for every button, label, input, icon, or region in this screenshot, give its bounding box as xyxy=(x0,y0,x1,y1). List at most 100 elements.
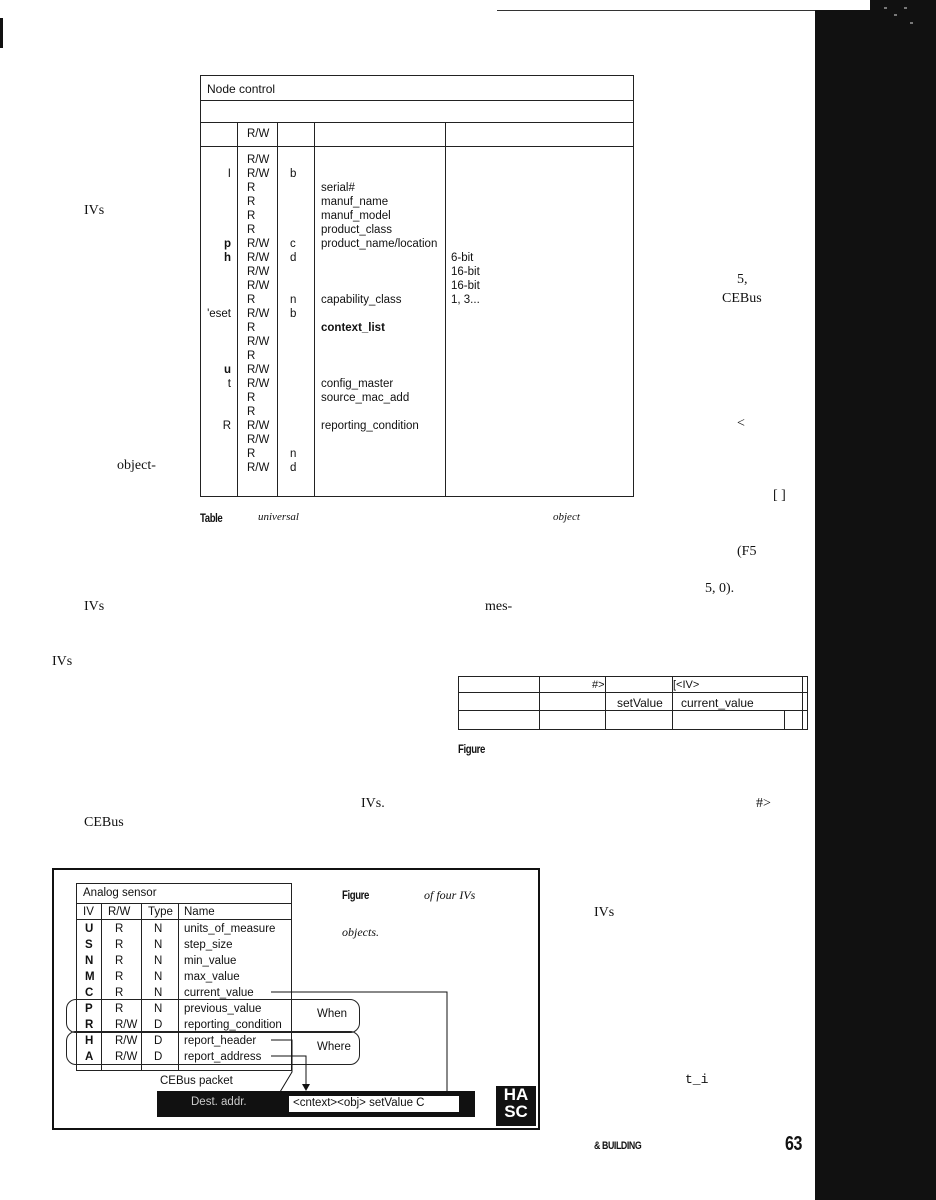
sensor-cell-type: D xyxy=(154,1035,163,1047)
table-cell-rw: R/W xyxy=(247,154,270,166)
sensor-cell-type: N xyxy=(154,939,163,951)
text-cebus: CEBus xyxy=(722,291,762,306)
table-cell-name: source_mac_add xyxy=(321,392,410,404)
sensor-cell-iv: C xyxy=(85,987,94,999)
figure3-caption-label: Figure xyxy=(342,888,369,902)
table-cell-name: manuf_name xyxy=(321,196,389,208)
table-cell-iv: u xyxy=(223,364,231,376)
sensor-cell-rw: R xyxy=(115,923,124,935)
table-cell-rw: R xyxy=(247,210,256,222)
table-cell-rw: R xyxy=(247,196,256,208)
table-cell-iv: h xyxy=(223,252,231,264)
table-cell-rw: R xyxy=(247,350,256,362)
packet-format-table: #> [<IV> setValue current_value xyxy=(458,676,808,730)
table-cell-type: d xyxy=(290,252,297,264)
table-cell-rw: R xyxy=(247,322,256,334)
logo-top: HA xyxy=(503,1085,529,1104)
sensor-cell-type: N xyxy=(154,923,163,935)
top-rule xyxy=(497,10,815,11)
text-brackets: [ ] xyxy=(773,488,786,503)
table-cell-desc: 1, 3... xyxy=(451,294,480,306)
sensor-cell-rw: R/W xyxy=(115,1035,138,1047)
col-rw: R/W xyxy=(108,906,131,918)
sensor-cell-rw: R xyxy=(115,955,124,967)
sensor-cell-iv: R xyxy=(85,1019,94,1031)
figure3-caption-objects: objects. xyxy=(342,925,379,939)
table-cell-rw: R/W xyxy=(247,462,270,474)
table-cell-rw: R/W xyxy=(247,336,270,348)
sensor-cell-rw: R xyxy=(115,1003,124,1015)
page-edge-notch xyxy=(870,0,936,36)
packet-payload-text: <cntext><obj> setValue C xyxy=(293,1097,425,1109)
text-five: 5, xyxy=(737,272,748,287)
table-cell-rw: R xyxy=(247,448,256,460)
packet-setvalue: setValue xyxy=(617,696,663,710)
where-bubble xyxy=(66,1031,360,1065)
table-cell-name: context_list xyxy=(321,322,385,334)
sensor-cell-name: current_value xyxy=(184,987,254,999)
table-cell-type: b xyxy=(290,168,297,180)
sensor-cell-iv: N xyxy=(85,955,94,967)
caption-object: object xyxy=(553,511,580,523)
table1-caption: Table universal object xyxy=(200,511,640,525)
when-label: When xyxy=(317,1008,348,1020)
sensor-cell-rw: R xyxy=(115,971,124,983)
text-ivs: IVs xyxy=(84,599,105,614)
sensor-cell-type: D xyxy=(154,1019,163,1031)
text-mes: mes- xyxy=(485,599,513,614)
sensor-cell-name: reporting_condition xyxy=(184,1019,282,1031)
table-cell-iv: t xyxy=(227,378,231,390)
table-cell-type: n xyxy=(290,448,297,460)
table-cell-rw: R/W xyxy=(247,364,270,376)
sensor-cell-type: D xyxy=(154,1051,163,1063)
table-cell-rw: R/W xyxy=(247,238,270,250)
packet-label: CEBus packet xyxy=(160,1075,233,1087)
text-cebus: CEBus xyxy=(84,815,124,830)
table-cell-rw: R/W xyxy=(247,378,270,390)
table-cell-rw: R xyxy=(247,182,256,194)
text-ivs: IVs. xyxy=(361,796,385,811)
figure3-frame xyxy=(52,868,540,1130)
col-iv: IV xyxy=(83,906,94,918)
footer-text: & BUILDING xyxy=(594,1140,642,1152)
sensor-cell-type: N xyxy=(154,955,163,967)
caption-universal: universal xyxy=(258,511,299,523)
packet-hash: #> xyxy=(592,679,605,691)
table-cell-rw: R xyxy=(247,224,256,236)
table-cell-rw: R xyxy=(247,406,256,418)
sensor-cell-name: step_size xyxy=(184,939,233,951)
figure4-caption-label: Figure xyxy=(458,742,485,756)
packet-current-value: current_value xyxy=(681,696,754,710)
sensor-cell-rw: R xyxy=(115,939,124,951)
sensor-cell-type: N xyxy=(154,971,163,983)
table-cell-rw: R/W xyxy=(247,308,270,320)
table-cell-rw: R xyxy=(247,392,256,404)
table-cell-iv: p xyxy=(223,238,231,250)
sensor-cell-iv: A xyxy=(85,1051,94,1063)
text-object: object- xyxy=(117,458,156,473)
table-cell-rw: R/W xyxy=(247,266,270,278)
table-cell-rw: R xyxy=(247,294,256,306)
table-cell-desc: 16-bit xyxy=(451,280,480,292)
sensor-cell-type: N xyxy=(154,987,163,999)
sensor-cell-name: max_value xyxy=(184,971,240,983)
text-hash: #> xyxy=(756,796,771,811)
figure3-caption-of-four: of four IVs xyxy=(424,888,476,902)
table-cell-rw: R/W xyxy=(247,252,270,264)
table-cell-type: d xyxy=(290,462,297,474)
sensor-cell-iv: H xyxy=(85,1035,94,1047)
text-ivs: IVs xyxy=(52,654,73,669)
table-cell-name: serial# xyxy=(321,182,355,194)
left-margin-mark xyxy=(0,18,3,48)
logo-bottom: SC xyxy=(504,1102,528,1121)
sensor-cell-rw: R/W xyxy=(115,1019,138,1031)
col-name: Name xyxy=(184,906,215,918)
text-lt: < xyxy=(737,416,745,431)
table-cell-name: config_master xyxy=(321,378,394,390)
packet-iv: [<IV> xyxy=(673,679,700,691)
sensor-cell-name: min_value xyxy=(184,955,237,967)
sensor-title: Analog sensor xyxy=(83,887,157,899)
text-ivs: IVs xyxy=(594,905,615,920)
